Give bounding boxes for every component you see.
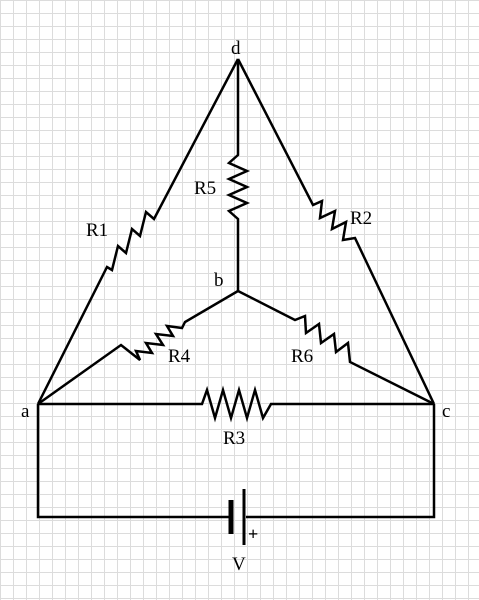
wire-a-r1-d	[36, 58, 240, 405]
node-label-a: a	[21, 401, 30, 422]
wire-d-r2-c	[236, 58, 436, 405]
resistor-label-r6: R6	[291, 346, 313, 367]
resistor-label-r1: R1	[86, 220, 108, 241]
resistor-label-r3: R3	[223, 428, 245, 449]
battery-label-v: V	[232, 554, 246, 575]
wire-b-r6-c	[237, 289, 435, 406]
node-label-c: c	[442, 401, 450, 422]
wire-battery-loop-right	[246, 404, 436, 519]
wire-a-r3-c	[38, 385, 434, 423]
wire-b-r4-a	[37, 289, 239, 406]
resistor-label-r5: R5	[194, 178, 216, 199]
battery-plus-sign: +	[248, 524, 258, 544]
wire-d-r5-b	[225, 59, 251, 291]
wires	[36, 58, 436, 519]
battery-symbol	[228, 489, 246, 545]
resistor-label-r4: R4	[168, 346, 191, 367]
resistor-label-r2: R2	[350, 208, 372, 229]
node-label-b: b	[214, 270, 224, 291]
wire-battery-loop-left	[36, 404, 229, 519]
node-label-d: d	[231, 38, 241, 59]
